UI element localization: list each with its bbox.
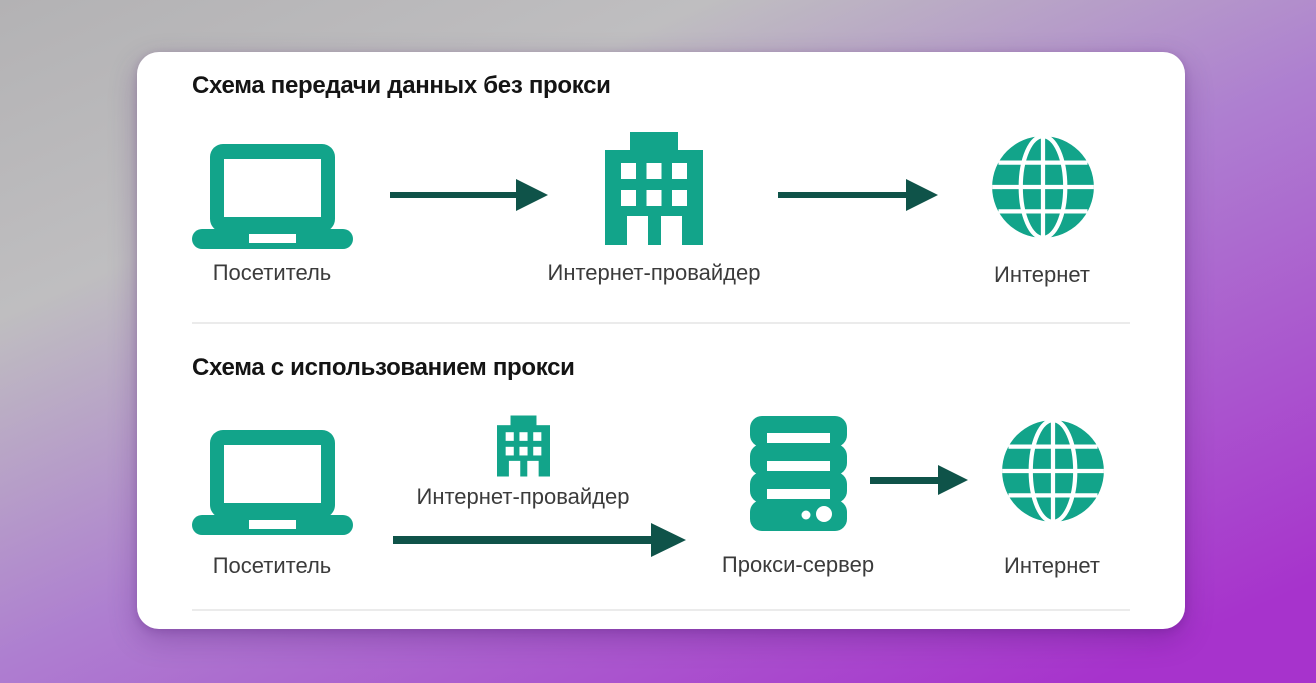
node-label-proxy-server: Прокси-сервер — [721, 552, 875, 577]
arrow-shaft — [870, 476, 938, 484]
node-label-provider: Интернет-провайдер — [547, 260, 761, 285]
arrow-shaft — [393, 536, 651, 544]
section-title: Схема с использованием прокси — [192, 354, 575, 381]
section-divider — [192, 609, 1130, 611]
arrow-head — [516, 179, 548, 211]
arrow-head — [651, 523, 686, 557]
globe-icon — [990, 132, 1096, 242]
flow-arrow-icon — [393, 523, 686, 557]
arrow-head — [906, 179, 938, 211]
building-icon — [605, 132, 703, 245]
globe-icon — [1000, 416, 1106, 526]
node-label-internet: Интернет — [1004, 553, 1100, 578]
section-divider — [192, 322, 1130, 324]
arrow-head — [938, 465, 968, 495]
arrow-shaft — [390, 192, 516, 198]
node-label-visitor: Посетитель — [212, 260, 332, 285]
diagram-card: Схема передачи данных без прокси Посетит… — [137, 52, 1185, 629]
laptop-icon — [192, 144, 353, 249]
flow-arrow-icon — [778, 179, 938, 211]
flow-arrow-icon — [870, 465, 968, 495]
node-label-provider: Интернет-провайдер — [416, 484, 630, 509]
proxy-server-icon — [750, 416, 847, 531]
node-label-internet: Интернет — [994, 262, 1090, 287]
node-label-visitor: Посетитель — [212, 553, 332, 578]
section-title: Схема передачи данных без прокси — [192, 72, 611, 99]
flow-arrow-icon — [390, 179, 548, 211]
arrow-shaft — [778, 192, 906, 198]
building-icon — [497, 415, 550, 477]
laptop-icon — [192, 430, 353, 535]
